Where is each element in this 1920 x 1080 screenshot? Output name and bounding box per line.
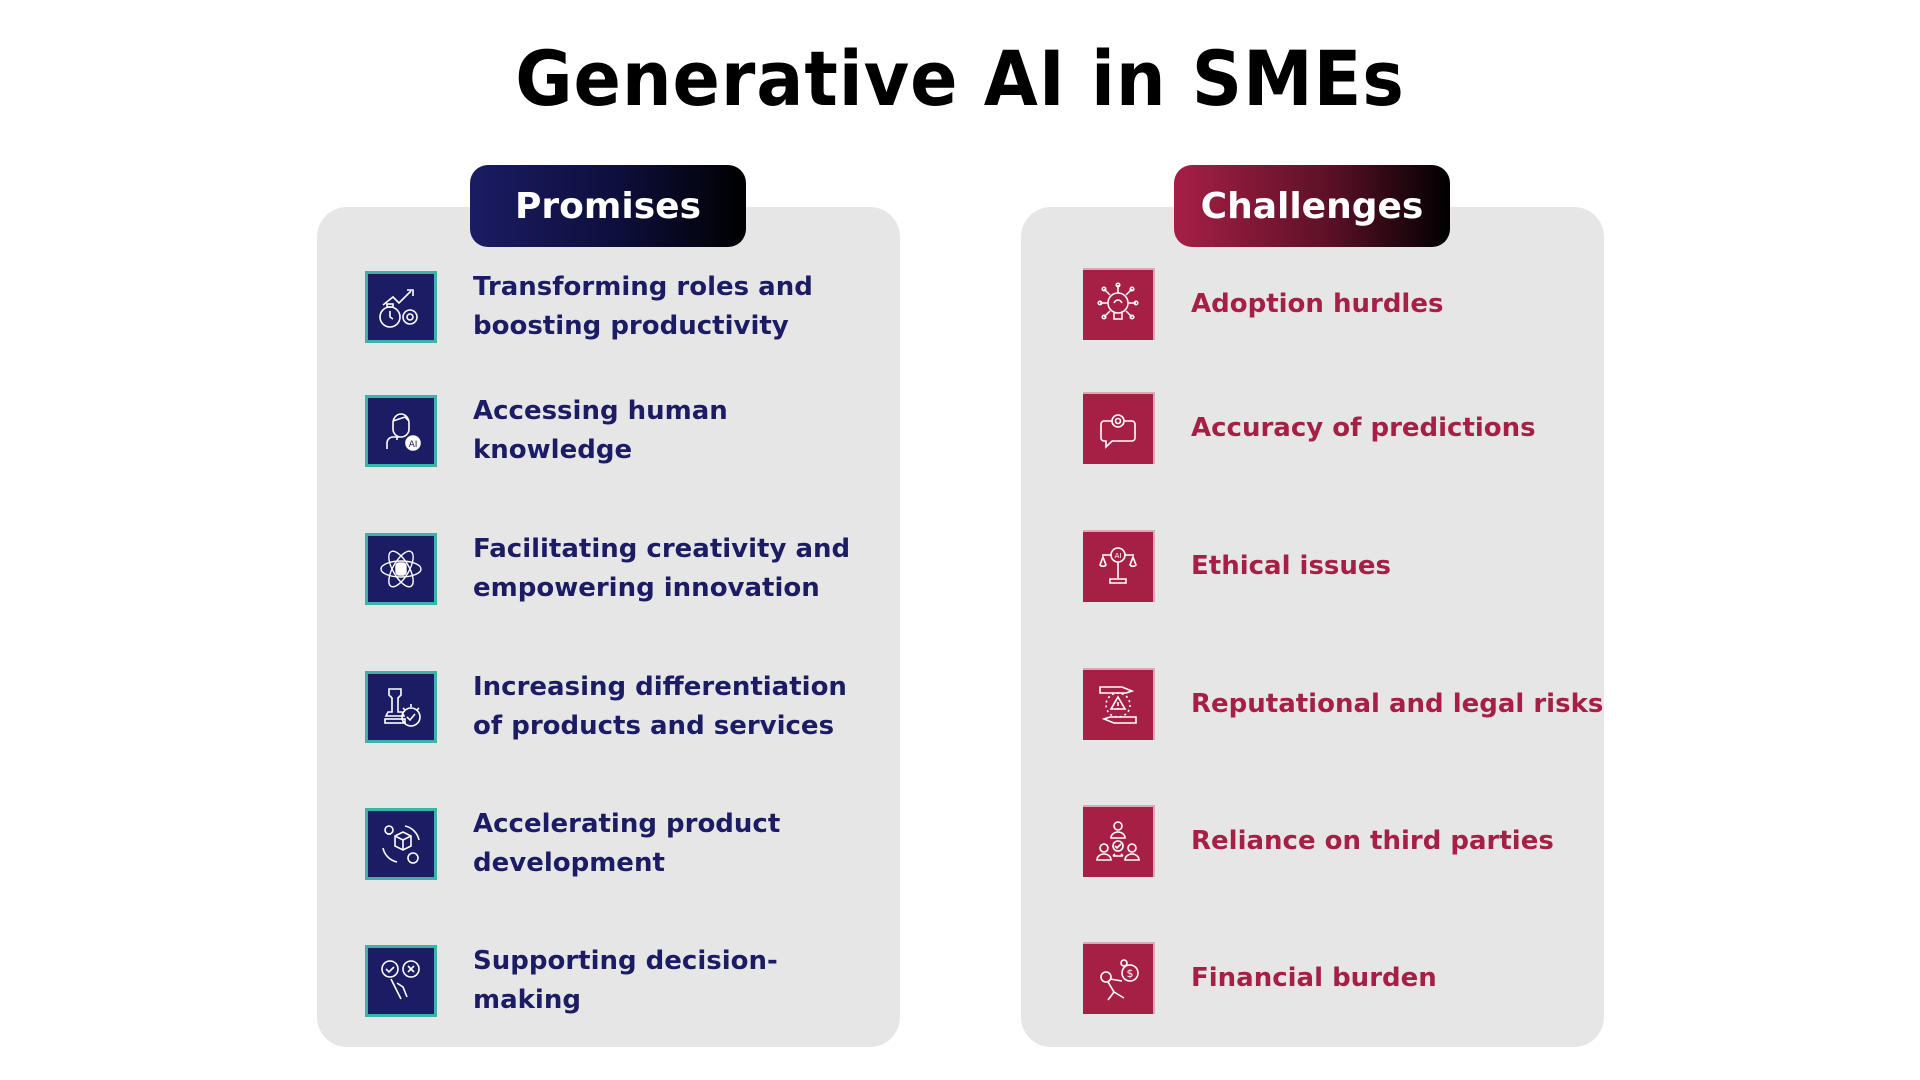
svg-text:AI: AI — [409, 440, 418, 450]
challenge-item: $ Financial burden — [1083, 942, 1611, 1014]
people-network-check-icon — [1083, 805, 1155, 877]
chess-rook-gear-check-icon — [365, 671, 437, 743]
person-ai-icon: AI — [365, 395, 437, 467]
brain-bulb-circuit-icon — [1083, 268, 1155, 340]
challenge-label: Financial burden — [1191, 962, 1437, 993]
hand-choice-check-cross-icon — [365, 945, 437, 1017]
hands-warning-icon — [1083, 668, 1155, 740]
promises-header: Promises — [470, 165, 746, 247]
promise-item: Transforming roles and boosting producti… — [365, 268, 873, 346]
person-carrying-money-icon: $ — [1083, 942, 1155, 1014]
promise-item: Facilitating creativity and empowering i… — [365, 530, 873, 608]
ai-scales-icon: AI — [1083, 530, 1155, 602]
promise-label: Increasing differentiation of products a… — [473, 672, 847, 741]
promise-label: Accelerating product development — [473, 809, 781, 878]
challenge-label: Reputational and legal risks — [1191, 688, 1604, 719]
challenge-item: Reliance on third parties — [1083, 805, 1611, 877]
promise-label: Facilitating creativity and empowering i… — [473, 534, 851, 603]
chat-gear-icon — [1083, 392, 1155, 464]
challenge-item: Reputational and legal risks — [1083, 668, 1611, 740]
challenge-item: Accuracy of predictions — [1083, 392, 1611, 464]
promise-item: Supporting decision-making — [365, 942, 873, 1020]
challenge-item: Adoption hurdles — [1083, 268, 1611, 340]
challenge-label: Accuracy of predictions — [1191, 412, 1536, 443]
product-cycle-icon — [365, 808, 437, 880]
challenges-header: Challenges — [1174, 165, 1450, 247]
promise-item: AI Accessing human knowledge — [365, 392, 873, 470]
challenge-label: Adoption hurdles — [1191, 288, 1444, 319]
promise-label: Accessing human knowledge — [473, 396, 728, 465]
stopwatch-gear-growth-icon — [365, 271, 437, 343]
promise-item: Accelerating product development — [365, 805, 873, 883]
page-title: Generative AI in SMEs — [515, 34, 1405, 123]
promise-item: Increasing differentiation of products a… — [365, 668, 873, 746]
challenge-label: Reliance on third parties — [1191, 825, 1554, 856]
challenges-panel — [1021, 207, 1604, 1047]
promises-panel — [317, 207, 900, 1047]
challenge-label: Ethical issues — [1191, 550, 1392, 581]
svg-text:$: $ — [1127, 967, 1134, 980]
svg-text:AI: AI — [1115, 552, 1122, 560]
atom-database-icon — [365, 533, 437, 605]
promise-label: Transforming roles and boosting producti… — [473, 272, 813, 341]
challenge-item: AI Ethical issues — [1083, 530, 1611, 602]
promise-label: Supporting decision-making — [473, 946, 778, 1015]
